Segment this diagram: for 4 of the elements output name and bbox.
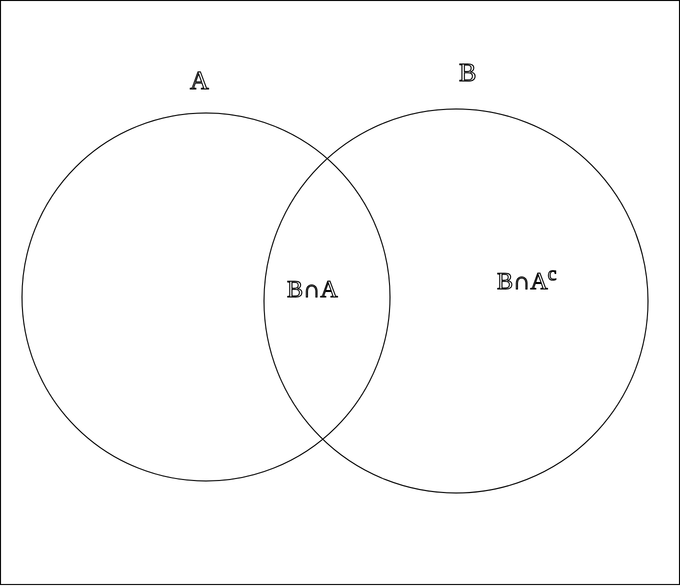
set-label: A (190, 68, 209, 94)
region-label: B∩A$^{c}$ (497, 264, 557, 294)
region-label: B∩A (287, 278, 338, 302)
set-label: B (459, 60, 476, 86)
